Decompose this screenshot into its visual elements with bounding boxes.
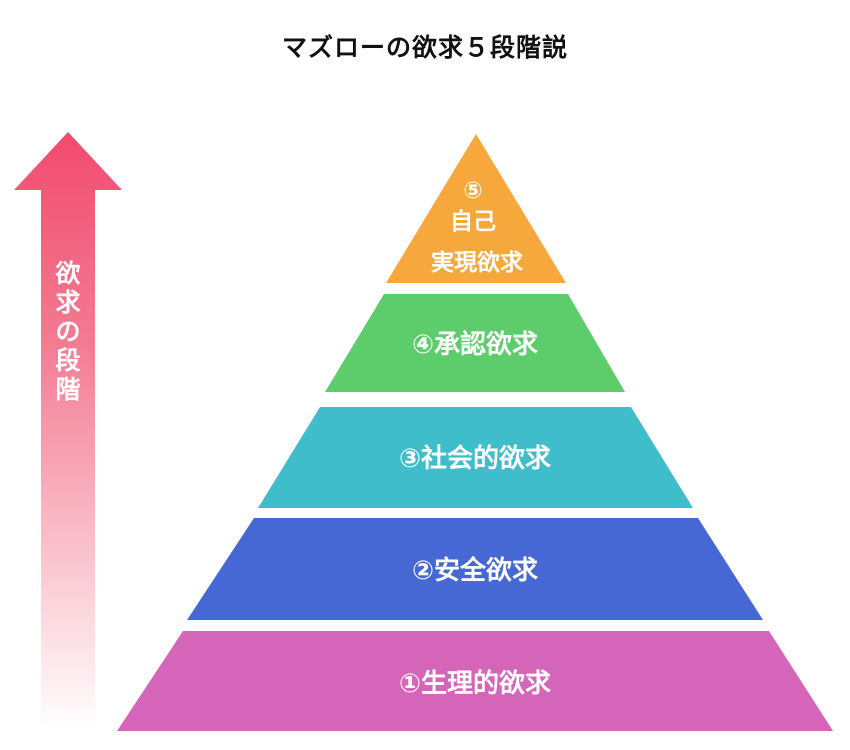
arrow-label-char: の [55,317,80,346]
tier-5-number: ⑤ [463,178,482,204]
tier-1-number: ① [399,669,421,699]
tier-3-number: ③ [399,444,421,474]
level-arrow: 欲求の段階 [14,132,122,730]
arrow-label: 欲求の段階 [54,259,80,404]
page-title: マズローの欲求５段階説 [281,33,568,62]
tier-5-label: ⑤ 自己 実現欲求 [431,178,523,276]
tier-4-number: ④ [412,330,434,360]
tier-1-text: 生理的欲求 [421,668,551,699]
arrow-label-char: 欲 [54,259,80,288]
tier-1-shape [117,631,833,731]
tier-4-label: ④承認欲求 [412,329,538,360]
tier-2-label: ②安全欲求 [412,555,538,586]
tier-1-label: ①生理的欲求 [399,668,551,699]
pyramid: ⑤ 自己 実現欲求 ④承認欲求 ③社会的欲求 ②安全欲求 ①生理的欲求 [117,134,833,731]
tier-2-text: 安全欲求 [434,555,538,586]
tier-2-number: ② [412,556,434,586]
arrow-shape [14,132,122,730]
tier-5-line-1: 自己 [450,208,496,235]
arrow-label-char: 階 [55,375,80,404]
arrow-label-char: 求 [55,288,80,317]
tier-3-text: 社会的欲求 [421,443,551,474]
tier-3-label: ③社会的欲求 [399,443,551,474]
tier-5-shape [386,134,566,283]
tier-4-shape [325,294,625,392]
tier-3-shape [258,407,693,508]
tier-5-line-2: 実現欲求 [431,249,523,276]
tier-2-shape [187,518,763,620]
arrow-label-char: 段 [55,346,80,375]
tier-4-text: 承認欲求 [434,329,538,360]
